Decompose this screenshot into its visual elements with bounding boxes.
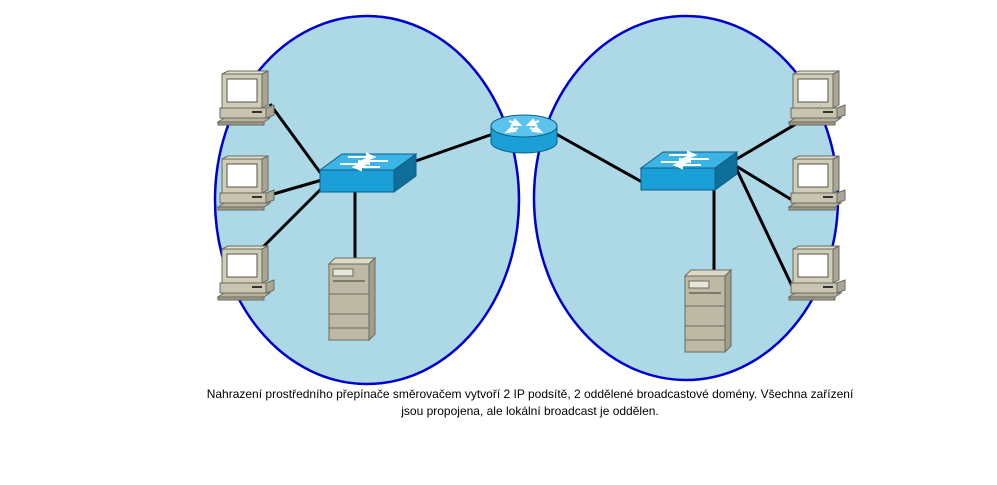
server-icon-left — [328, 257, 376, 341]
pc-icon-left-1 — [217, 70, 275, 126]
server-icon-right — [684, 269, 732, 353]
pc-icon-right-1 — [788, 70, 846, 126]
caption-line-1: Nahrazení prostředního přepínače směrova… — [206, 387, 854, 401]
diagram-caption: Nahrazení prostředního přepínače směrova… — [150, 386, 910, 420]
pc-icon-left-3 — [217, 245, 275, 301]
pc-icon-right-2 — [788, 155, 846, 211]
link-switch-right-pc2 — [735, 164, 793, 202]
router-icon — [490, 114, 558, 154]
broadcast-domain-left — [213, 14, 521, 386]
pc-icon-left-2 — [217, 155, 275, 211]
switch-icon-left — [319, 153, 417, 193]
link-router-switch-right — [555, 132, 643, 184]
link-switch-right-pc1 — [734, 122, 797, 162]
link-switch-right-pc3 — [734, 167, 794, 287]
caption-line-2: jsou propojena, ale lokální broadcast je… — [401, 404, 659, 418]
switch-icon-right — [640, 151, 738, 191]
pc-icon-right-3 — [788, 245, 846, 301]
link-switch-left-router — [409, 132, 494, 165]
network-links — [260, 103, 797, 287]
link-pc2-switch-left — [269, 178, 323, 197]
link-pc3-switch-left — [260, 186, 324, 250]
link-pc1-switch-left — [268, 103, 324, 176]
